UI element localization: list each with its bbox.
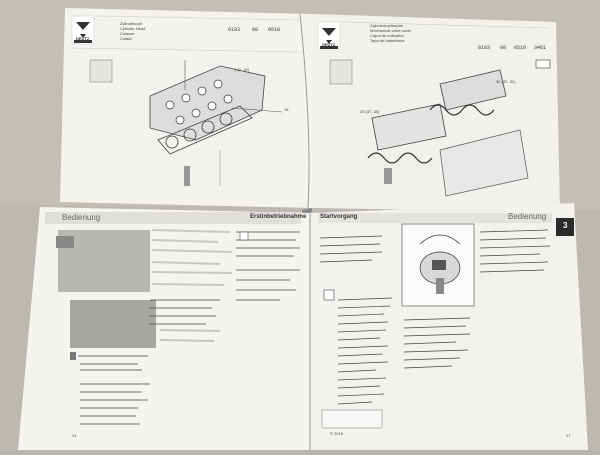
deutz-logo-text-top-right: DEUTZ [322, 42, 336, 47]
doc-number-part-3: 0510 [268, 27, 281, 33]
header-left: Bedienung [62, 213, 101, 222]
doc-number-part-1: 0183 [478, 45, 491, 51]
chapter-tab: 3 [563, 221, 568, 230]
doc-number-part-2: 08 [500, 45, 507, 51]
doc-number-part-3: 0510 [514, 45, 527, 51]
page-number-right: 27 [566, 433, 571, 438]
title-line-4: Culata [120, 36, 132, 41]
callout-15: 15 [284, 107, 289, 112]
callout-32: 32 (37..31) [496, 79, 516, 84]
title-line-3: Capot de culbuteur [370, 33, 404, 38]
doc-number-part-1: 0183 [228, 27, 241, 33]
callout-1: 1 (2..15) [234, 67, 249, 72]
title-line-2: Cylinder Head [120, 26, 146, 31]
callout-33: 33 (37..35) [360, 109, 380, 114]
header-left: Startvorgang [320, 214, 358, 220]
doc-number-part-2: 00 [252, 27, 259, 33]
title-line-3: Culasse [120, 31, 135, 36]
header-right: Bedienung [508, 212, 547, 221]
title-line-1: Zylinderkopf [120, 21, 142, 26]
doc-number-part-4: 3461 [534, 45, 547, 51]
header-right: Erstinbetriebnahme [250, 214, 307, 220]
title-line-2: Mechanical valve cover [370, 28, 412, 33]
title-line-4: Tapa de balancines [370, 38, 405, 43]
title-line-1: Zylinderkopfhaube [370, 23, 403, 28]
copyright: © 2015 [330, 431, 343, 436]
deutz-logo-text-top-left: DEUTZ [76, 36, 90, 41]
page-number-left: 24 [72, 433, 77, 438]
